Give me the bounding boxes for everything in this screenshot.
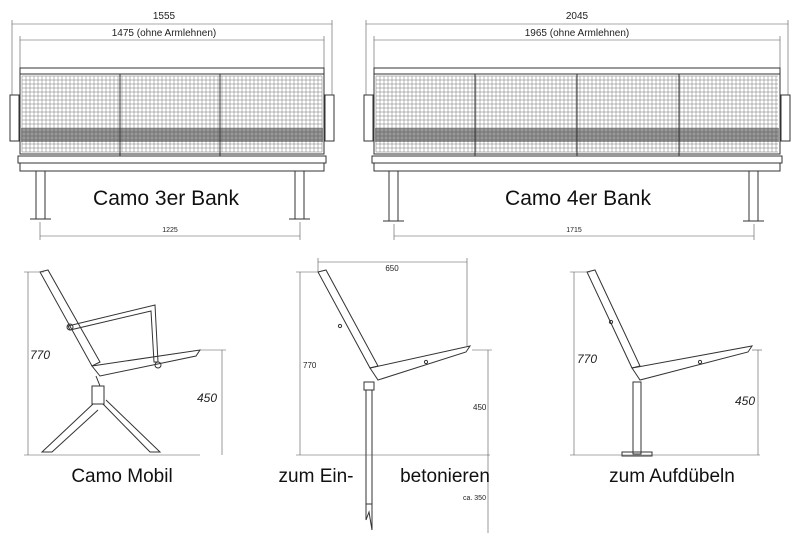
side-view-concrete: 650 770 450 ca. 350 zum Ein- betonieren [279,258,492,533]
dimension-leg-spacing-4: 1715 [393,224,755,240]
side-view-mobil: 770 450 Camo Mobil [24,269,226,487]
bench-3-seat-front-view: 1555 1475 (ohne Armlehnen) [9,11,335,240]
dimension-overall-4: 2045 [365,11,789,95]
concrete-embed-depth: ca. 350 [463,495,486,502]
dimension-overall-3: 1555 [11,11,333,95]
width-no-armrests-3: 1475 (ohne Armlehnen) [112,28,217,39]
dowel-seat-height: 450 [735,394,755,408]
dimension-no-armrests-3: 1475 (ohne Armlehnen) [19,28,325,70]
concrete-depth: 650 [385,264,399,273]
bench-4-label: Camo 4er Bank [505,187,651,210]
overall-width-3: 1555 [153,11,176,22]
bench-3-label: Camo 3er Bank [93,187,239,210]
concrete-height: 770 [303,361,317,370]
overall-width-4: 2045 [566,11,589,22]
bench-4-seat-front-view: 2045 1965 (ohne Armlehnen) 1715 Camo 4er… [363,11,791,240]
leg-spacing-3: 1225 [162,227,178,234]
leg-spacing-4: 1715 [566,227,582,234]
mesh-backrest-3 [21,75,323,153]
width-no-armrests-4: 1965 (ohne Armlehnen) [525,28,630,39]
concrete-seat-height: 450 [473,403,487,412]
concrete-label-left: zum Ein- [279,466,354,487]
concrete-label-right: betonieren [400,466,490,487]
mobil-label: Camo Mobil [71,466,172,487]
dowel-height: 770 [577,352,597,366]
mobil-height: 770 [30,348,50,362]
dowel-label: zum Aufdübeln [609,466,735,487]
dimension-leg-spacing-3: 1225 [39,222,301,240]
mobil-seat-height: 450 [197,391,217,405]
dimension-no-armrests-4: 1965 (ohne Armlehnen) [373,28,781,70]
side-view-dowel: 770 450 zum Aufdübeln [570,269,762,487]
